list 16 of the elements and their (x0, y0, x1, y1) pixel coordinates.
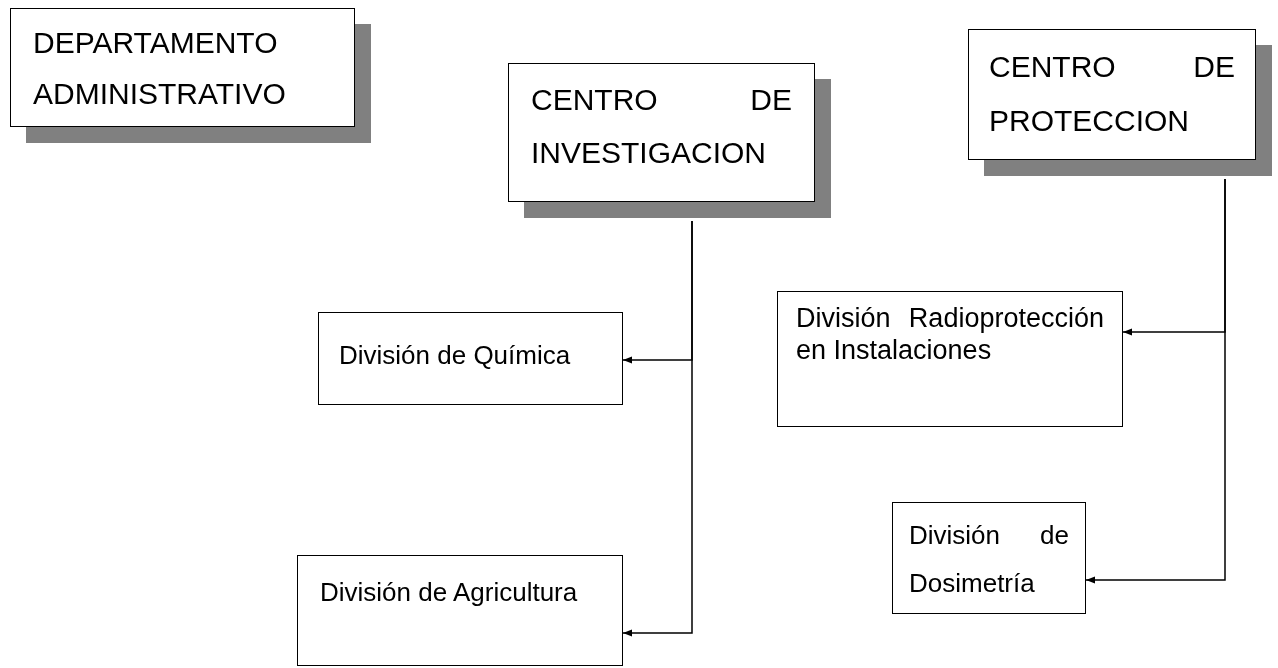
connector-arrow (622, 220, 693, 637)
department-box (10, 8, 355, 127)
node-text: DEPARTAMENTO ADMINISTRATIVO (33, 25, 287, 112)
division-box (318, 312, 623, 405)
department-box (968, 29, 1256, 160)
node-text: CENTRO DE INVESTIGACION (531, 82, 792, 171)
department-box (508, 63, 815, 202)
node-text: CENTRO DE PROTECCION (989, 49, 1235, 139)
node-text: División de Química (339, 340, 572, 372)
node-text: División de Dosimetría (909, 519, 1069, 601)
node-text: División de Agricultura (320, 576, 579, 609)
division-box (777, 291, 1123, 427)
division-box (297, 555, 623, 666)
division-box (892, 502, 1086, 614)
node-text: División Radioprotección en Instalaciones (796, 302, 1104, 367)
connector-arrow (1085, 178, 1226, 584)
